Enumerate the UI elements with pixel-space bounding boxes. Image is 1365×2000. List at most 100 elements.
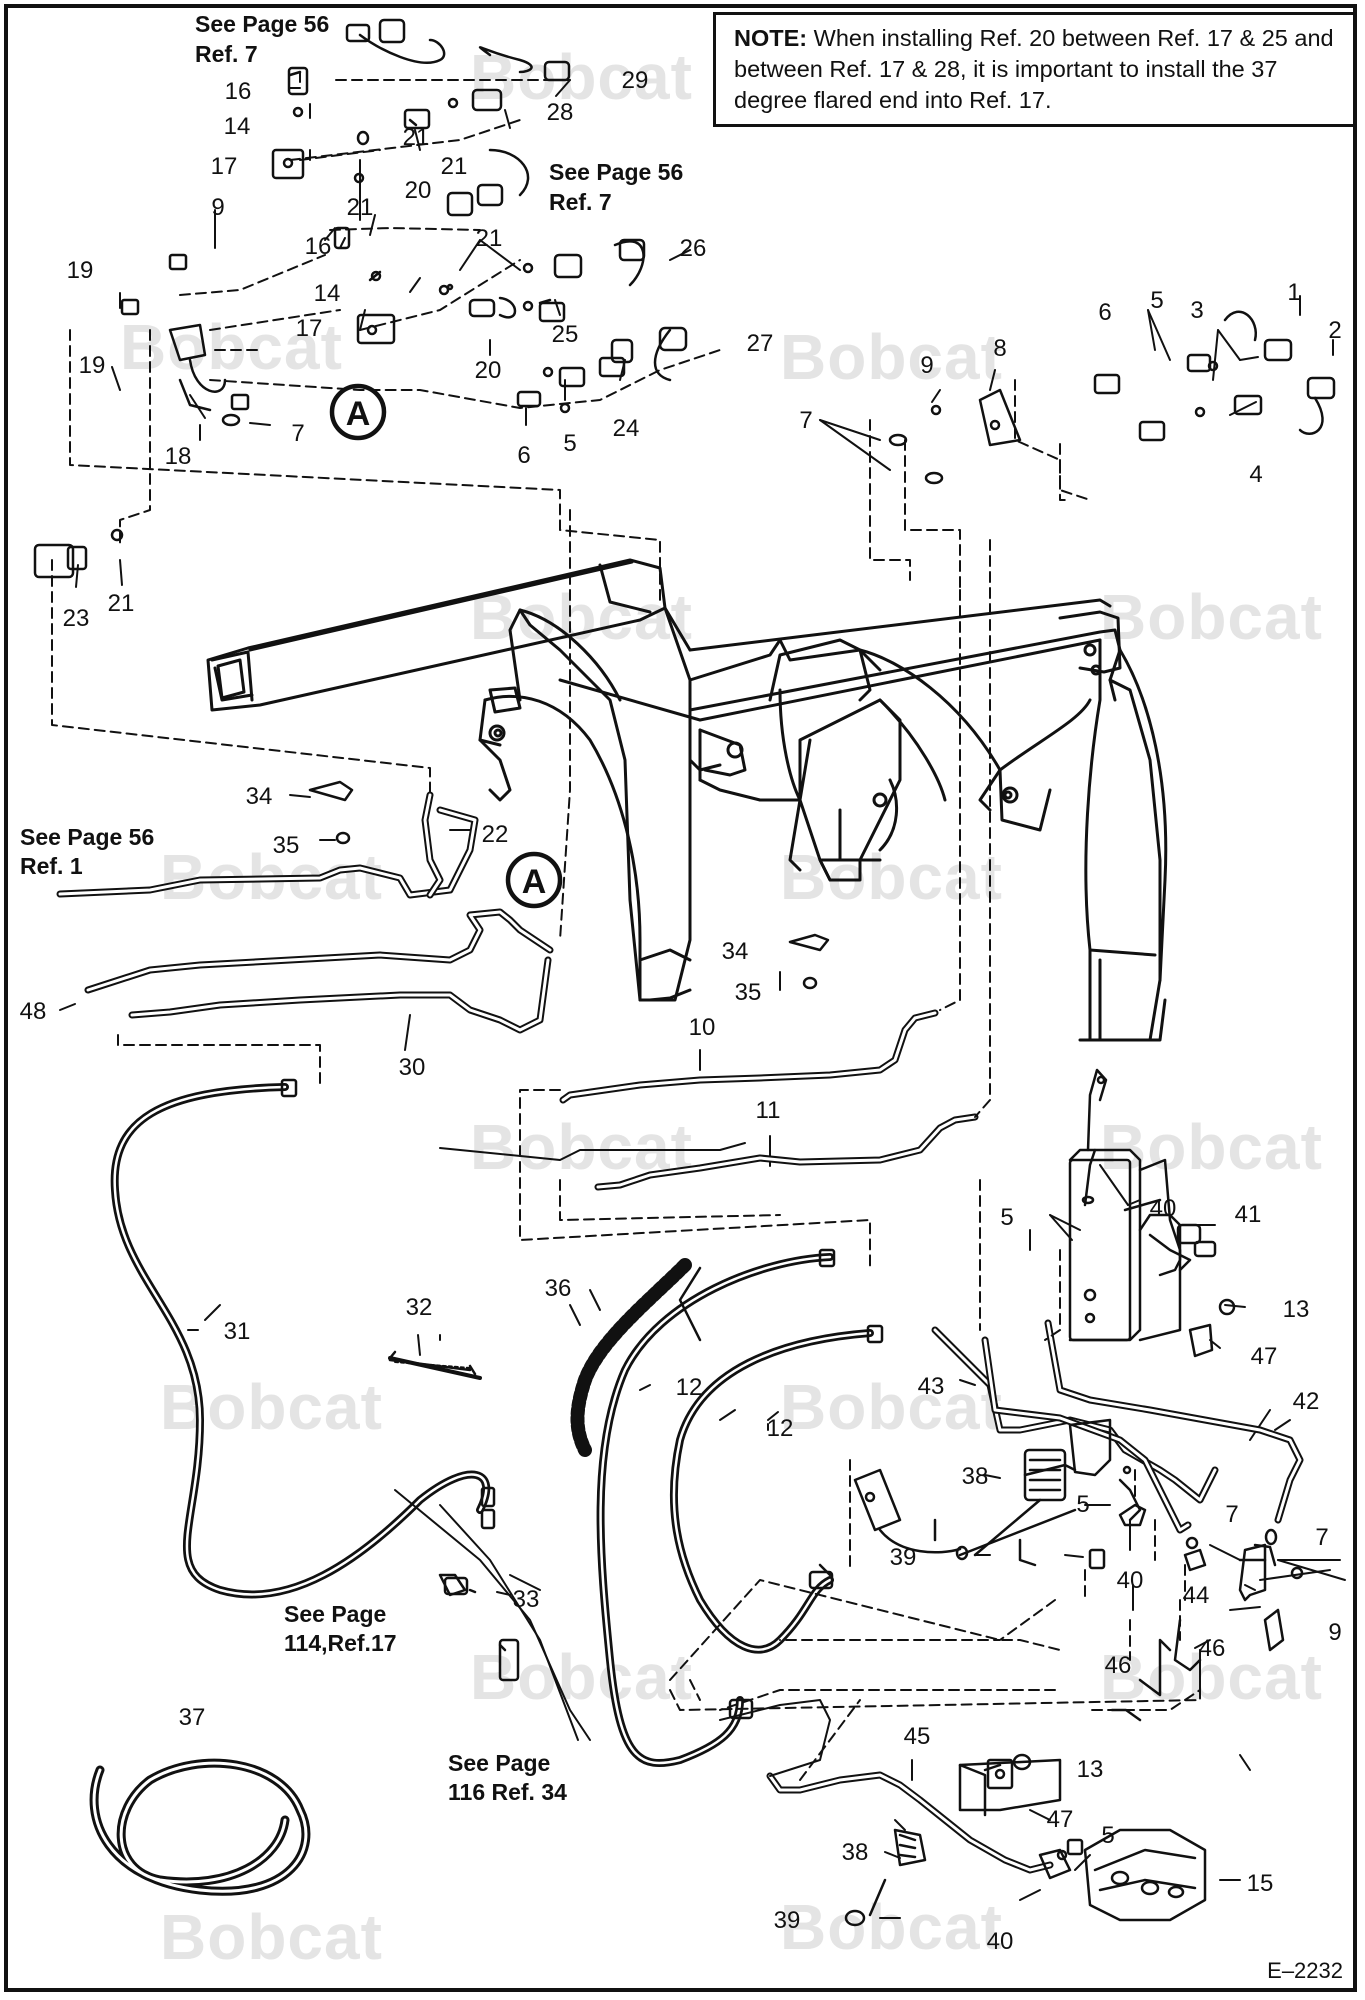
part-label: 48 [20, 998, 47, 1025]
callout-leaders [59, 71, 1346, 1919]
cross-ref-line: Ref. 7 [195, 41, 258, 67]
part-label: 36 [545, 1275, 572, 1302]
watermark: Bobcat [780, 321, 1003, 393]
part-label: 9 [1328, 1619, 1341, 1646]
part-label: 5 [1000, 1204, 1013, 1231]
part-label: 34 [722, 938, 749, 965]
part-label: 3 [1190, 297, 1203, 324]
part-label: 24 [613, 415, 640, 442]
part-label: 6 [517, 442, 530, 469]
part-label: 16 [225, 78, 252, 105]
part-label: 7 [799, 407, 812, 434]
part-label: 11 [756, 1097, 781, 1124]
part-label: 13 [1283, 1296, 1310, 1323]
part-label: 5 [563, 430, 576, 457]
part-label: 19 [79, 352, 106, 379]
part-label: 12 [767, 1415, 794, 1442]
cross-ref-line: 114,Ref.17 [284, 1630, 397, 1656]
part-label: 39 [774, 1907, 801, 1934]
part-label: 1 [1287, 279, 1300, 306]
part-label: 30 [399, 1054, 426, 1081]
watermark: Bobcat [470, 1641, 693, 1713]
part-label: 7 [1225, 1501, 1238, 1528]
watermark: Bobcat [160, 1901, 383, 1973]
cross-ref-line: Ref. 1 [20, 853, 83, 879]
part-label: 44 [1183, 1582, 1210, 1609]
callout-A-upper [329, 383, 387, 441]
part-label: 18 [165, 443, 192, 470]
hoses-and-tubes [56, 791, 1304, 1896]
part-label: 8 [993, 335, 1006, 362]
watermark: Bobcat [470, 581, 693, 653]
callout-A-circles [329, 383, 563, 909]
cross-ref-line: See Page 56 [549, 159, 683, 185]
note-prefix: NOTE: [734, 25, 808, 51]
part-label: 13 [1077, 1756, 1104, 1783]
callout-A-lower-letter: A [522, 863, 547, 901]
part-label: 46 [1199, 1635, 1226, 1662]
part-label: 16 [305, 233, 332, 260]
cross-ref-line: See Page 56 [20, 824, 154, 850]
part-label: 35 [273, 832, 300, 859]
installation-note: NOTE: When installing Ref. 20 between Re… [713, 12, 1356, 127]
part-label: 40 [1117, 1567, 1144, 1594]
part-label: 37 [179, 1704, 206, 1731]
page-border [4, 4, 1357, 1992]
part-label: 5 [1076, 1491, 1089, 1518]
part-label: 14 [224, 113, 251, 140]
part-label: 21 [108, 590, 135, 617]
part-label: 21 [441, 153, 468, 180]
watermark: Bobcat [780, 1371, 1003, 1443]
part-label: 14 [314, 280, 341, 307]
part-label: 19 [67, 257, 94, 284]
part-label: 20 [475, 357, 502, 384]
part-label: 47 [1251, 1343, 1278, 1370]
cross-ref-line: See Page 56 [195, 11, 329, 37]
part-label: 41 [1235, 1201, 1262, 1228]
callout-A-upper-letter: A [346, 395, 371, 433]
callout-A-letters: A A [346, 395, 547, 901]
part-label: 20 [405, 177, 432, 204]
fittings-and-components [33, 18, 1336, 1927]
part-label: 42 [1293, 1388, 1320, 1415]
part-label: 15 [1247, 1870, 1274, 1897]
part-label: 28 [547, 99, 574, 126]
part-label: 9 [211, 194, 224, 221]
watermark: Bobcat [780, 1891, 1003, 1963]
part-label: 4 [1249, 461, 1262, 488]
part-label: 23 [63, 605, 90, 632]
cross-ref-line: See Page [284, 1601, 386, 1627]
cross-ref-line: Ref. 7 [549, 189, 612, 215]
part-label: 27 [747, 330, 774, 357]
lift-arm-assembly [206, 558, 1168, 1042]
part-number-labels: 1 2 3 4 5 5 5 5 5 6 6 7 7 7 7 8 9 9 9 10… [20, 67, 1342, 1955]
part-label: 40 [1150, 1195, 1177, 1222]
part-label: 26 [680, 235, 707, 262]
watermark: Bobcat [1100, 581, 1323, 653]
part-label: 38 [962, 1463, 989, 1490]
cross-ref-line: See Page [448, 1750, 550, 1776]
watermark: Bobcat [120, 311, 343, 383]
cross-ref-line: 116 Ref. 34 [448, 1779, 567, 1805]
part-label: 31 [224, 1318, 251, 1345]
part-label: 33 [513, 1586, 540, 1613]
part-label: 25 [552, 321, 579, 348]
document-id: E–2232 [1267, 1958, 1343, 1983]
part-label: 29 [622, 67, 649, 94]
dashed-routing-lines [51, 79, 1201, 1781]
part-label: 35 [735, 979, 762, 1006]
part-label: 40 [987, 1928, 1014, 1955]
part-label: 5 [1101, 1822, 1114, 1849]
part-label: 34 [246, 783, 273, 810]
watermark: Bobcat [1100, 1111, 1323, 1183]
watermark: Bobcat [470, 41, 693, 113]
part-label: 2 [1328, 317, 1341, 344]
part-label: 21 [403, 124, 430, 151]
part-label: 47 [1047, 1806, 1074, 1833]
part-label: 32 [406, 1294, 433, 1321]
part-label: 7 [1315, 1524, 1328, 1551]
part-label: 5 [1150, 287, 1163, 314]
part-label: 17 [296, 315, 323, 342]
